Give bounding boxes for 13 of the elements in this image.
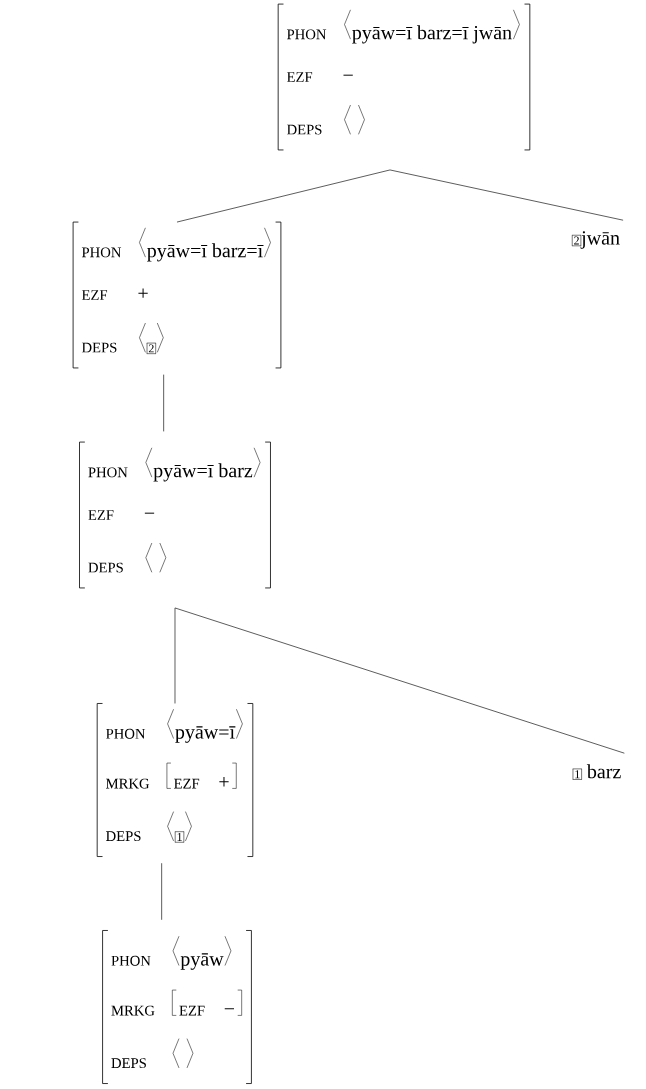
attribute-value-matrix: PHON pyāw=ī MRKG EZF + DEPS 1 (96, 703, 254, 857)
tree-branch (161, 862, 163, 921)
attribute-value-matrix: PHON pyāw=ī barz EZF − DEPS (79, 441, 271, 589)
leaf-label: 2jwān (571, 231, 620, 249)
tree-branch (163, 374, 165, 432)
leaf-label: 1 barz (572, 764, 621, 780)
attribute-value-matrix: PHON pyāw=ī barz=ī EZF + DEPS 2 (72, 221, 282, 369)
tree-branch (389, 169, 624, 221)
tree-branch (174, 607, 176, 704)
attribute-value-matrix: PHON pyāw=ī barz=ī jwān EZF − DEPS (277, 3, 531, 151)
tree-branch (176, 169, 391, 223)
attribute-value-matrix: PHON pyāw MRKG EZF − DEPS (102, 930, 252, 1084)
tree-branch (174, 607, 625, 754)
